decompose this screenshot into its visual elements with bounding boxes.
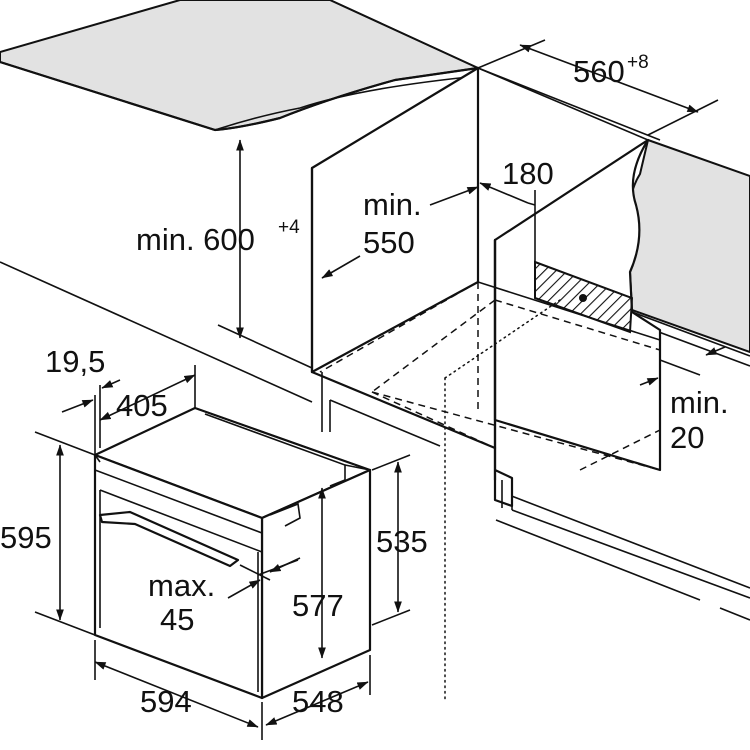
label-rear-gap-value: 20 [670,420,704,455]
label-panel-thickness: 19,5 [45,344,105,379]
dim-line-mount-offset [99,374,196,421]
label-body-height: 577 [292,588,344,623]
hidden-lines [319,281,661,701]
label-niche-width-tolerance: +8 [627,52,649,73]
label-niche-width: 560 [573,54,625,89]
floor-lines [0,261,750,621]
label-rear-gap-prefix: min. [670,385,729,420]
dimension-lines [34,39,726,740]
label-niche-height-tolerance: +4 [278,217,300,238]
dim-line-oven-width [94,661,259,728]
dim-line-vent-gap [479,182,529,204]
dim-line-door-gap [227,579,261,599]
dim-line-niche-width [519,44,699,113]
dimension-labels: min. 600 +4 min. 550 180 560 +8 min. 20 … [0,52,729,719]
label-niche-height: min. 600 [136,222,255,257]
dim-line-niche-depth-b [321,255,361,279]
label-door-gap-value: 45 [160,602,194,637]
niche-front-plinth [321,238,750,599]
countertop [0,0,480,132]
ventilation-opening [534,260,634,334]
label-vent-gap: 180 [502,156,554,191]
dim-line-panel-thickness [61,399,94,413]
label-niche-depth-prefix: min. [363,187,422,222]
label-oven-depth: 548 [292,684,344,719]
dim-line-niche-depth-a [429,186,479,206]
oven [93,406,372,700]
label-rear-height: 535 [376,524,428,559]
label-door-gap-prefix: max. [148,568,215,603]
label-oven-width: 594 [140,684,192,719]
label-mount-offset: 405 [116,388,168,423]
niche-side-panel [310,66,661,450]
dim-line-rear-gap [639,377,659,386]
label-oven-height: 595 [0,520,52,555]
label-niche-depth-value: 550 [363,225,415,260]
dim-line-oven-depth [265,681,369,726]
